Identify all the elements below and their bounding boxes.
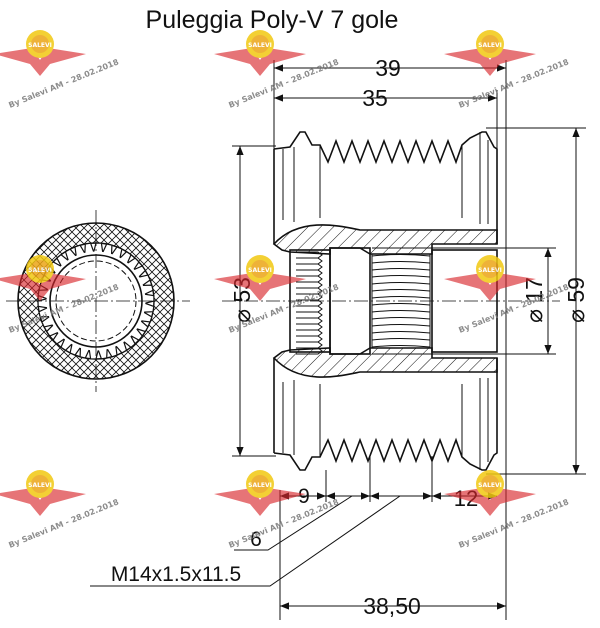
thread-line [371,275,431,278]
spline-section-tooth [296,341,323,349]
thread-line [371,289,431,292]
svg-text:SALEVI: SALEVI [248,42,272,49]
bore-right-pocket [431,249,498,353]
thread-line [371,268,431,271]
section-view [222,131,560,471]
dim-17-label: ⌀ 17 [521,277,547,323]
watermark-logo: SALEVI By Salevi AM - 28.02.2018 [0,470,120,550]
thread-line [371,331,431,334]
spline-teeth-section [296,251,323,355]
thread-section [371,254,431,348]
spline-section-tooth [296,257,323,265]
groove-lines-bottom [282,378,489,470]
spline-section-tooth [296,329,323,337]
svg-text:SALEVI: SALEVI [478,267,502,274]
spline-section-tooth [296,263,323,271]
spline-section-tooth [296,281,323,289]
spline-section-tooth [296,335,323,343]
watermark-logo: SALEVI By Salevi AM - 28.02.2018 [444,255,570,335]
thread-line [371,324,431,327]
watermark-text: By Salevi AM - 28.02.2018 [227,57,340,110]
svg-text:SALEVI: SALEVI [248,267,272,274]
dim-9-label: 9 [298,485,310,508]
watermark-text: By Salevi AM - 28.02.2018 [7,497,120,550]
bore-inner-circle [55,260,137,342]
watermark-text: By Salevi AM - 28.02.2018 [457,57,570,110]
extension-lines [232,60,586,620]
watermark-logo: SALEVI By Salevi AM - 28.02.2018 [0,30,120,110]
side-view [6,210,190,392]
thread-line [371,303,431,306]
drawing-title: Puleggia Poly-V 7 gole [146,6,399,34]
thread-line [371,296,431,299]
groove-lines-top [282,132,489,224]
thread-line [371,282,431,285]
watermark-logo: SALEVI By Salevi AM - 28.02.2018 [214,470,340,550]
dim-38-50-label: 38,50 [363,593,421,619]
spline-section-tooth [296,323,323,331]
thread-line [371,317,431,320]
thread-line [371,345,431,348]
thread-line [371,254,431,257]
svg-text:SALEVI: SALEVI [28,267,52,274]
leader-thread [90,495,401,587]
bore-center [329,247,371,355]
svg-text:SALEVI: SALEVI [478,482,502,489]
dim-59-label: ⌀ 59 [563,277,589,323]
svg-text:SALEVI: SALEVI [28,482,52,489]
thread-line [371,261,431,264]
thread-line [371,338,431,341]
dim-35-label: 35 [362,85,388,111]
watermark-text: By Salevi AM - 28.02.2018 [7,57,120,110]
dim-6-label: 6 [250,528,262,551]
spline-section-tooth [296,347,323,355]
svg-text:SALEVI: SALEVI [248,482,272,489]
thread-line [371,310,431,313]
watermark-text: By Salevi AM - 28.02.2018 [457,282,570,335]
dim-39-label: 39 [375,55,401,81]
svg-text:SALEVI: SALEVI [28,42,52,49]
svg-text:SALEVI: SALEVI [478,42,502,49]
watermark-text: By Salevi AM - 28.02.2018 [227,497,340,550]
spline-section-tooth [296,317,323,325]
spline-section-tooth [296,311,323,319]
thread-label: M14x1.5x11.5 [111,563,241,586]
outer-profile-bottom [273,358,498,471]
spline-section-tooth [296,269,323,277]
leader-6 [234,495,353,551]
